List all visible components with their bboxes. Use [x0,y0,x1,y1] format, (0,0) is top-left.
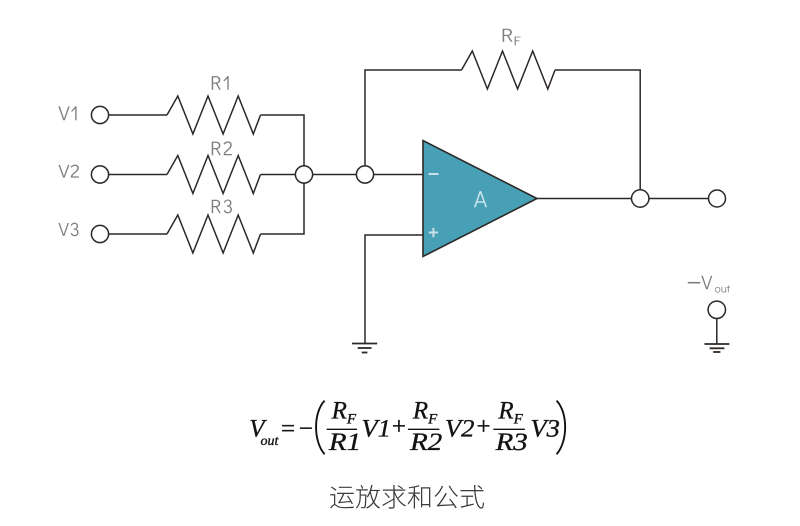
svg-text:+: + [392,414,406,441]
svg-text:V2: V2 [445,416,475,443]
svg-text:R1: R1 [328,429,361,456]
svg-text:out: out [261,434,280,449]
svg-text:+: + [477,414,491,441]
svg-text:V3: V3 [530,416,560,443]
svg-text:−: − [299,416,313,443]
svg-text:V1: V1 [361,416,391,443]
svg-text:RF: RF [412,398,438,428]
svg-text:RF: RF [331,398,357,428]
svg-text:V: V [249,416,267,443]
svg-text:R3: R3 [494,429,527,456]
svg-text:RF: RF [497,398,523,428]
svg-text:R2: R2 [409,429,442,456]
svg-text:=: = [281,416,295,443]
